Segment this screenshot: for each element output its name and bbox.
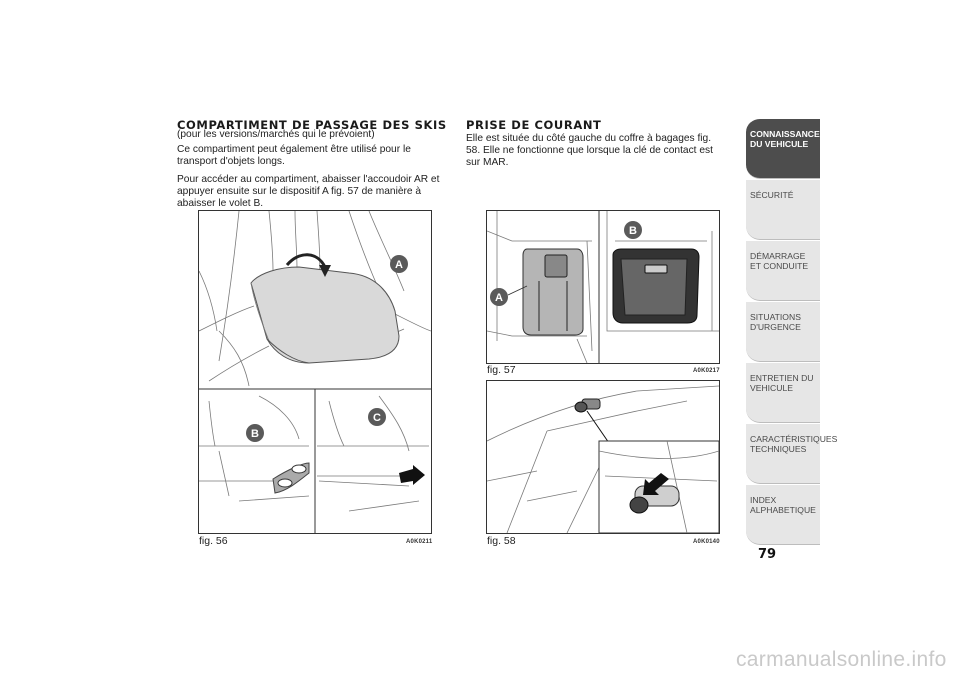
- section-title-power-socket: PRISE DE COURANT: [466, 118, 602, 132]
- armrest-ski-hatch-drawing: A B C: [199, 211, 431, 533]
- tab-securite[interactable]: SÉCURITÉ: [746, 179, 820, 240]
- tab-label: INDEX ALPHABETIQUE: [750, 495, 816, 515]
- marker-a: A: [395, 259, 403, 271]
- figure-57-caption: fig. 57: [487, 364, 516, 376]
- tab-caracteristiques-techniques[interactable]: CARACTÉRISTIQUES TECHNIQUES: [746, 423, 838, 484]
- marker-badges: B A: [490, 221, 642, 306]
- marker-b: B: [629, 225, 637, 237]
- section-subtitle: (pour les versions/marchés qui le prévoi…: [177, 129, 375, 140]
- trunk-power-socket-drawing: [487, 385, 719, 533]
- paragraph-access-instructions: Pour accéder au compartiment, abaisser l…: [177, 174, 440, 209]
- watermark-text: carmanualsonline.info: [736, 648, 947, 671]
- tab-situations-d-urgence[interactable]: SITUATIONS D'URGENCE: [746, 301, 820, 362]
- page-number: 79: [758, 547, 777, 562]
- ski-hatch-device-drawing: B A: [487, 211, 719, 363]
- figure-58-caption: fig. 58: [487, 535, 516, 547]
- figure-56-caption: fig. 56: [199, 535, 228, 547]
- tab-connaissance-du-vehicule[interactable]: CONNAISSANCE DU VEHICULE: [746, 118, 820, 179]
- figure-58-illustration: [486, 380, 720, 534]
- figure-57-code: A0K0217: [693, 368, 720, 374]
- figure-57-illustration: B A: [486, 210, 720, 364]
- paragraph-socket-location: Elle est située du côté gauche du coffre…: [466, 133, 713, 168]
- section-title-ski-compartment: COMPARTIMENT DE PASSAGE DES SKIS: [177, 118, 447, 132]
- tab-label: CONNAISSANCE DU VEHICULE: [750, 129, 820, 149]
- tab-label: SÉCURITÉ: [750, 190, 794, 200]
- marker-b: B: [251, 428, 259, 440]
- tab-label: CARACTÉRISTIQUES TECHNIQUES: [750, 434, 838, 454]
- paragraph-long-objects: Ce compartiment peut également être util…: [177, 144, 411, 167]
- marker-badges: A B C: [246, 255, 408, 442]
- marker-a: A: [495, 292, 503, 304]
- tab-label: ENTRETIEN DU VEHICULE: [750, 373, 814, 393]
- tab-label: SITUATIONS D'URGENCE: [750, 312, 801, 332]
- tab-demarrage-et-conduite[interactable]: DÉMARRAGE ET CONDUITE: [746, 240, 820, 301]
- marker-c: C: [373, 412, 381, 424]
- tab-entretien-du-vehicule[interactable]: ENTRETIEN DU VEHICULE: [746, 362, 820, 423]
- figure-56-illustration: A B C: [198, 210, 432, 534]
- figure-56-code: A0K0211: [406, 539, 433, 545]
- tab-index-alphabetique[interactable]: INDEX ALPHABETIQUE: [746, 484, 820, 545]
- figure-58-code: A0K0140: [693, 539, 720, 545]
- tab-label: DÉMARRAGE ET CONDUITE: [750, 251, 809, 271]
